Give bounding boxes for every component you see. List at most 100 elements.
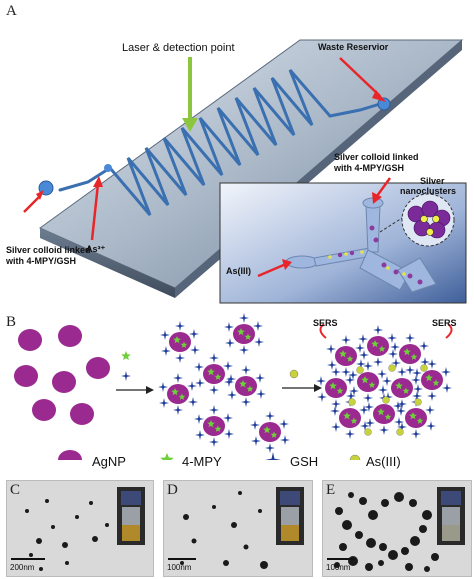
gsh-molecule	[195, 430, 205, 440]
nanoparticle	[180, 561, 184, 565]
mpy-molecule	[237, 328, 245, 336]
gsh-molecule	[209, 437, 219, 447]
mpy-molecule	[384, 413, 392, 420]
gsh-molecule	[330, 406, 340, 416]
legend-mpy-icon	[160, 453, 174, 460]
nanoparticle	[419, 525, 427, 533]
vial-cap	[280, 491, 300, 505]
nanoparticle	[260, 561, 268, 569]
nanoparticle	[191, 538, 197, 544]
nanoparticle	[89, 501, 93, 505]
nanoparticle	[65, 561, 69, 565]
gsh-molecule	[420, 357, 430, 367]
gsh-molecule	[209, 385, 219, 395]
panel-b-scheme	[14, 313, 453, 460]
as-ion	[420, 364, 428, 372]
gsh-molecule	[356, 359, 366, 369]
agnp-particle	[203, 364, 225, 384]
mpy-molecule	[178, 393, 186, 400]
gsh-molecule	[341, 335, 351, 345]
gsh-molecule	[363, 393, 373, 403]
nanoparticle	[25, 509, 29, 513]
agnp-particle	[18, 329, 42, 351]
tem-e-scale: 100nm	[326, 563, 351, 572]
gsh-molecule	[363, 361, 373, 371]
mpy-molecule	[395, 382, 403, 390]
nanoparticle	[379, 543, 387, 551]
nanoparticle	[45, 499, 49, 503]
nanoparticle	[366, 538, 376, 548]
gsh-molecule	[188, 397, 198, 407]
gsh-molecule	[279, 419, 289, 429]
inset-as-label: As(III)	[226, 266, 252, 276]
panel-a-label: A	[6, 3, 17, 19]
nanoparticle	[183, 514, 189, 520]
nanoparticle	[39, 567, 43, 571]
gsh-molecule	[326, 344, 336, 354]
nanoparticle	[348, 492, 354, 498]
gsh-molecule	[239, 313, 249, 323]
nanoparticle	[410, 536, 420, 546]
as-ion	[356, 366, 364, 374]
waste-reservoir-dot	[377, 97, 391, 111]
as-ion	[382, 396, 390, 404]
nanoparticle	[92, 536, 98, 542]
gsh-molecule	[254, 337, 264, 347]
agnp-particle	[86, 357, 110, 379]
gsh-molecule	[158, 382, 168, 392]
agnp-particle	[367, 336, 389, 356]
gsh-molecule	[419, 341, 429, 351]
agnp-particle	[167, 384, 189, 404]
agnp-particle	[325, 378, 347, 398]
scale-bar	[327, 558, 355, 560]
agnp-particle	[373, 404, 395, 424]
gsh-molecule	[316, 376, 326, 386]
gsh-molecule	[225, 338, 235, 348]
mpy-molecule	[207, 420, 215, 428]
nanoparticle	[62, 542, 68, 548]
agnp-particle	[203, 416, 225, 436]
mpy-molecule	[246, 385, 254, 392]
as-ion	[414, 398, 422, 406]
gsh-molecule	[256, 389, 266, 399]
nanoparticle	[422, 510, 432, 520]
agnp-particle	[259, 422, 281, 442]
agnp-particle	[405, 408, 427, 428]
nanoparticle	[359, 497, 367, 505]
gsh-molecule	[224, 429, 234, 439]
gsh-molecule	[412, 391, 422, 401]
gsh-molecule	[396, 406, 406, 416]
gsh-molecule	[405, 365, 415, 375]
mpy-molecule	[180, 341, 188, 348]
scale-bar	[11, 558, 45, 560]
nanoparticle	[334, 562, 340, 568]
gsh-molecule	[373, 325, 383, 335]
as-ion	[289, 369, 299, 379]
nanoparticle	[365, 563, 373, 571]
agnp-particle	[339, 408, 361, 428]
gsh-molecule	[397, 367, 407, 377]
gsh-molecule	[331, 422, 341, 432]
vial-cap	[441, 491, 461, 505]
mpy-molecule	[371, 340, 379, 348]
gsh-molecule	[194, 362, 204, 372]
gsh-molecule	[159, 398, 169, 408]
mpy-molecule	[343, 412, 351, 420]
gsh-molecule	[426, 421, 436, 431]
mpy-molecule	[173, 336, 181, 344]
mpy-molecule	[432, 379, 440, 386]
agnp-particle	[233, 324, 255, 344]
gsh-molecule	[161, 346, 171, 356]
gsh-molecule	[391, 358, 401, 368]
nanoparticle	[223, 560, 229, 566]
tem-panel-c	[6, 480, 154, 577]
mpy-molecule	[350, 417, 358, 424]
gsh-molecule	[175, 353, 185, 363]
vial-solution	[122, 525, 140, 541]
mpy-molecule	[121, 351, 131, 360]
gsh-molecule	[359, 350, 369, 360]
reaction-arrow-2-head	[314, 384, 322, 392]
mpy-molecule	[410, 353, 418, 360]
sers-left-arrow	[319, 323, 327, 339]
gsh-molecule	[173, 405, 183, 415]
